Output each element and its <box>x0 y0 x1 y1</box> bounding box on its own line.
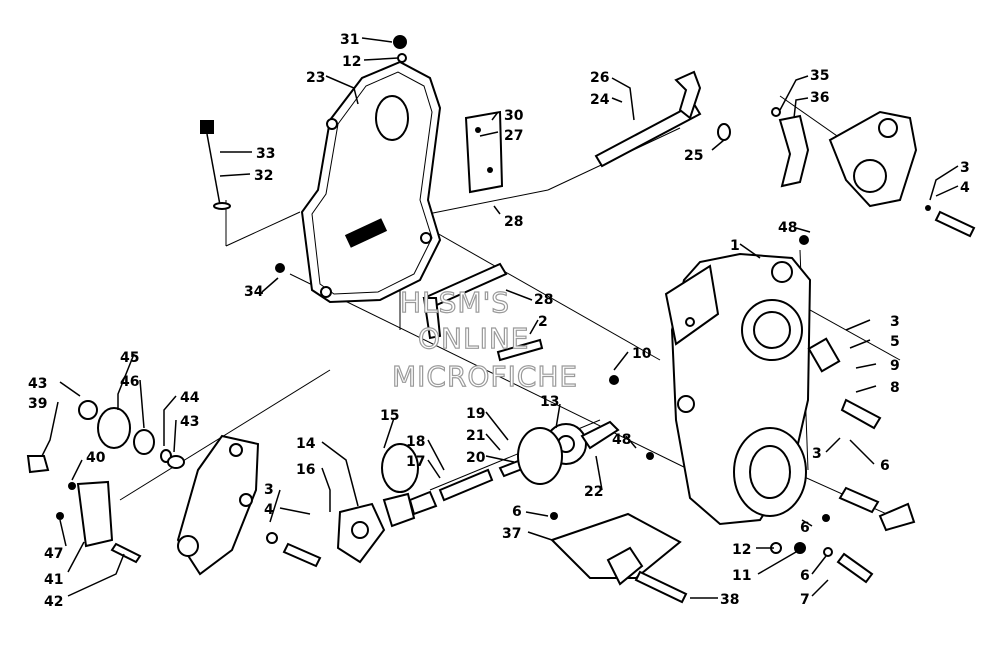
watermark-line-2: ONLINE <box>418 322 529 355</box>
callout-36: 36 <box>810 90 829 106</box>
chaincase-cover <box>300 60 442 304</box>
watermark-line-3: MICROFICHE <box>392 360 578 393</box>
callout-40: 40 <box>86 450 106 466</box>
callout-45: 45 <box>120 350 139 366</box>
callout-21: 21 <box>466 428 485 444</box>
right-fasteners <box>799 235 916 532</box>
callout-2: 2 <box>538 314 548 330</box>
callout-3: 3 <box>960 160 970 176</box>
callout-7: 7 <box>800 592 810 608</box>
callout-6-lower: 6 <box>800 520 810 536</box>
callout-46: 46 <box>120 374 139 390</box>
callout-30: 30 <box>504 108 524 124</box>
callout-4: 4 <box>960 180 970 196</box>
callout-15: 15 <box>380 408 399 424</box>
callout-38: 38 <box>720 592 739 608</box>
callout-16: 16 <box>296 462 315 478</box>
callout-20: 20 <box>466 450 486 466</box>
callout-19: 19 <box>466 406 485 422</box>
callout-8: 8 <box>890 380 900 396</box>
lower-hardware <box>266 35 976 584</box>
callout-14: 14 <box>296 436 316 452</box>
callout-9: 9 <box>890 358 900 374</box>
callout-33: 33 <box>256 146 275 162</box>
shaft-parts <box>26 400 185 564</box>
brake-assembly <box>771 107 918 208</box>
callout-5: 5 <box>890 334 900 350</box>
callout-13: 13 <box>540 394 559 410</box>
springs <box>381 427 563 516</box>
callout-10: 10 <box>632 346 652 362</box>
mount-block <box>550 512 688 604</box>
callout-44: 44 <box>180 390 200 406</box>
pump-cover <box>336 492 416 564</box>
lower-rod <box>422 262 508 340</box>
callout-3-left: 3 <box>264 482 274 498</box>
callout-labels: 31 12 23 33 32 30 27 28 26 24 25 35 36 3… <box>28 32 970 610</box>
callout-27: 27 <box>504 128 523 144</box>
shift-shaft <box>594 70 731 168</box>
callout-48: 48 <box>778 220 797 236</box>
callout-26: 26 <box>590 70 609 86</box>
callout-3-mid: 3 <box>812 446 822 462</box>
callout-39: 39 <box>28 396 47 412</box>
callout-25: 25 <box>684 148 703 164</box>
side-cover <box>176 434 260 576</box>
callout-48-lower: 48 <box>612 432 631 448</box>
callout-47: 47 <box>44 546 63 562</box>
callout-34: 34 <box>244 284 264 300</box>
callout-32: 32 <box>254 168 273 184</box>
callout-12-lower: 12 <box>732 542 751 558</box>
callout-6-block: 6 <box>512 504 522 520</box>
callout-43-lower: 43 <box>180 414 199 430</box>
callout-42: 42 <box>44 594 63 610</box>
callout-11: 11 <box>732 568 751 584</box>
callout-35: 35 <box>810 68 829 84</box>
callout-28-lower: 28 <box>534 292 553 308</box>
callout-24: 24 <box>590 92 610 108</box>
callout-37: 37 <box>502 526 521 542</box>
watermark: HLSM'S ONLINE MICROFICHE <box>391 285 578 393</box>
dipstick <box>200 120 231 210</box>
callout-43: 43 <box>28 376 47 392</box>
callout-12: 12 <box>342 54 361 70</box>
callout-18: 18 <box>406 434 425 450</box>
callout-23: 23 <box>306 70 325 86</box>
leader-lines <box>41 37 959 599</box>
callout-31: 31 <box>340 32 359 48</box>
callout-6: 6 <box>880 458 890 474</box>
bracket <box>464 110 504 194</box>
callout-28: 28 <box>504 214 523 230</box>
callout-17: 17 <box>406 454 425 470</box>
callout-1: 1 <box>730 238 740 254</box>
callout-22: 22 <box>584 484 603 500</box>
chaincase-housing <box>664 252 812 526</box>
callout-4-left: 4 <box>264 502 274 518</box>
callout-6-bottom: 6 <box>800 568 810 584</box>
watermark-line-1: HLSM'S <box>400 286 510 319</box>
callout-3-right: 3 <box>890 314 900 330</box>
callout-41: 41 <box>44 572 63 588</box>
